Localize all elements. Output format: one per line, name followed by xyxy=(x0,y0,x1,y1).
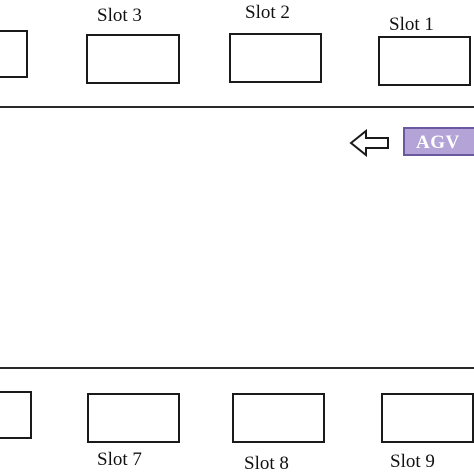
slot-7-label: Slot 7 xyxy=(97,449,142,470)
slot-partial-bottom xyxy=(0,391,32,439)
lane-top-line xyxy=(0,106,474,108)
slot-2-box xyxy=(229,33,322,83)
arrow-left-icon xyxy=(349,128,389,158)
slot-8-label: Slot 8 xyxy=(244,453,289,474)
slot-2-label: Slot 2 xyxy=(245,2,290,23)
slot-3-label: Slot 3 xyxy=(97,5,142,26)
agv-label: AGV xyxy=(416,132,460,153)
slot-8-box xyxy=(232,393,325,443)
slot-9-box xyxy=(381,393,474,443)
slot-1-label: Slot 1 xyxy=(389,14,434,35)
slot-partial-top xyxy=(0,30,28,78)
slot-1-box xyxy=(378,36,471,86)
slot-7-box xyxy=(87,393,180,443)
slot-3-box xyxy=(86,34,180,84)
lane-bottom-line xyxy=(0,367,474,369)
slot-9-label: Slot 9 xyxy=(390,451,435,472)
agv-vehicle: AGV xyxy=(403,127,474,156)
